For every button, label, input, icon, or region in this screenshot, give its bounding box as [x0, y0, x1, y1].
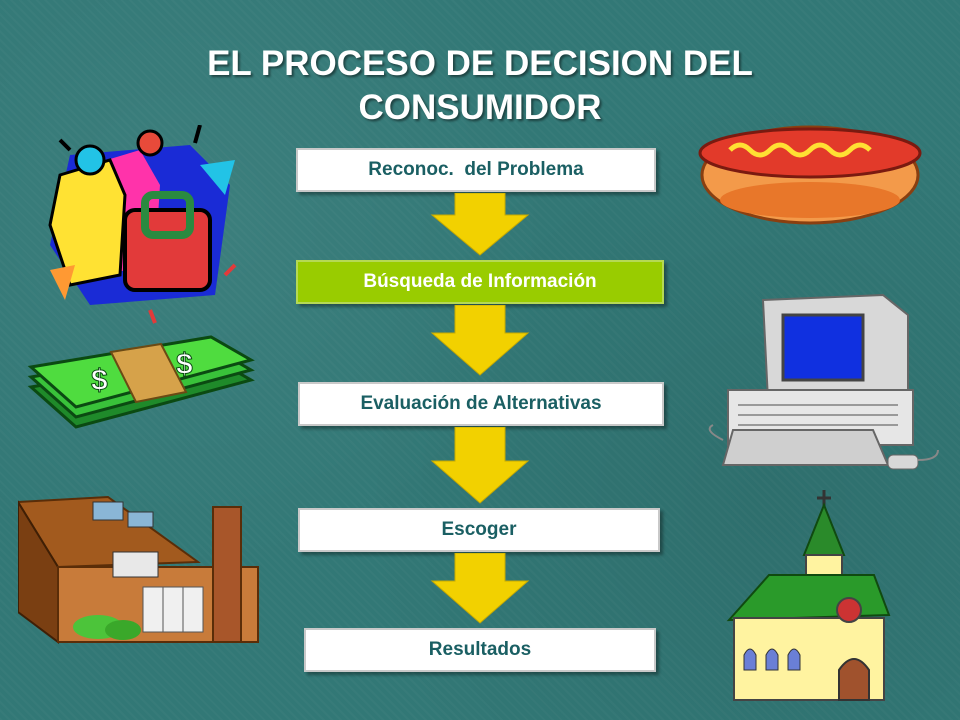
flow-arrow-1: [430, 193, 530, 256]
step-label: Escoger: [441, 519, 517, 540]
step-reconocimiento: Reconoc. del Problema: [296, 148, 656, 192]
title-line-2: CONSUMIDOR: [358, 88, 602, 127]
flow-arrow-2: [430, 305, 530, 376]
step-busqueda: Búsqueda de Información: [296, 260, 664, 304]
step-escoger: Escoger: [298, 508, 660, 552]
svg-text:$: $: [91, 364, 108, 397]
step-label: Reconoc. del Problema: [368, 159, 584, 180]
clothes-gifts-icon: [48, 125, 237, 324]
computer-icon: [708, 293, 939, 470]
step-label: Evaluación de Alternativas: [360, 393, 602, 414]
church-icon: [726, 490, 891, 701]
step-label: Resultados: [428, 639, 532, 660]
step-evaluacion: Evaluación de Alternativas: [298, 382, 664, 426]
flow-arrow-3: [430, 427, 530, 504]
step-resultados: Resultados: [304, 628, 656, 672]
flow-arrow-4: [430, 553, 530, 624]
step-label: Búsqueda de Información: [363, 271, 597, 292]
money-stack-icon: $ $: [27, 335, 255, 429]
svg-text:$: $: [176, 348, 193, 381]
slide-title: EL PROCESO DE DECISION DEL CONSUMIDOR: [0, 42, 960, 130]
title-line-1: EL PROCESO DE DECISION DEL: [207, 44, 753, 83]
hotdog-icon: [698, 125, 922, 225]
house-icon: [18, 495, 259, 644]
